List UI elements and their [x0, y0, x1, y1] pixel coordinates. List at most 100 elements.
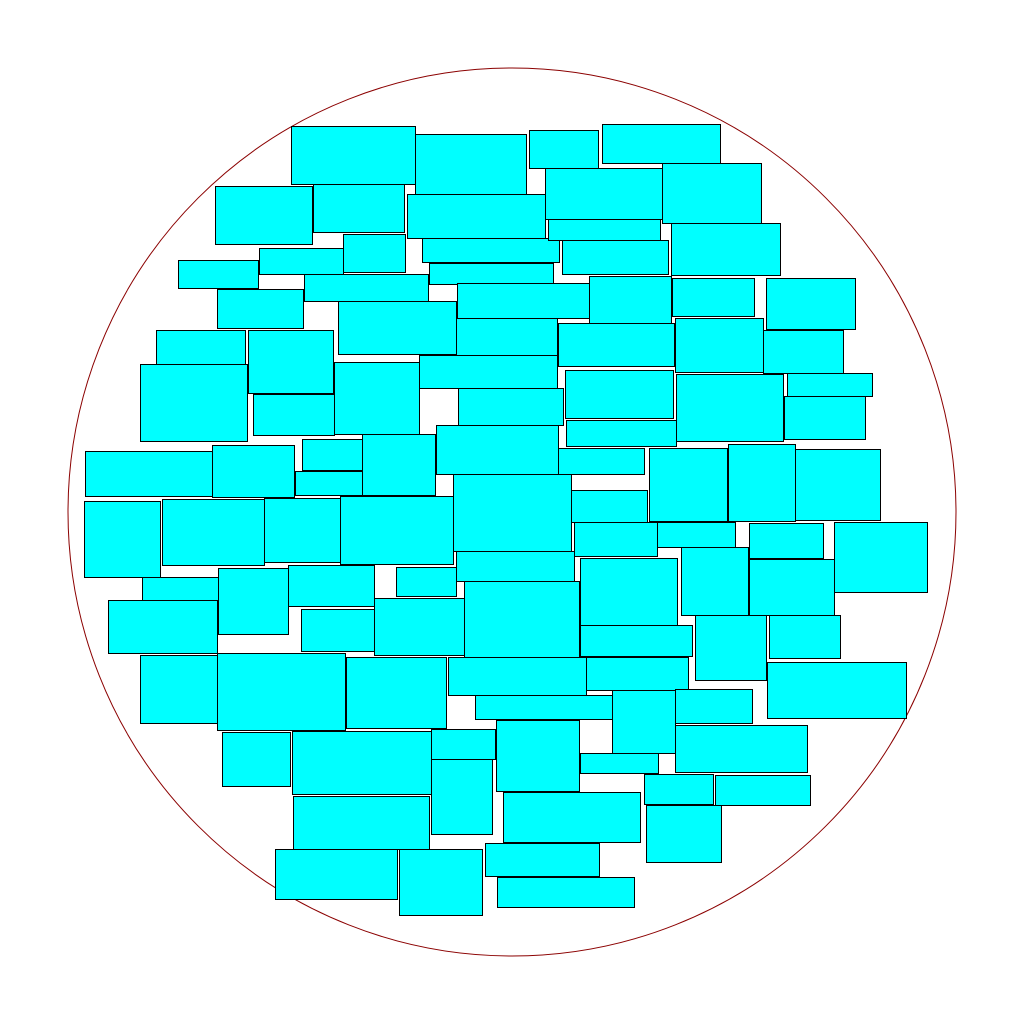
packed-rectangle [612, 690, 676, 754]
packed-rectangle [602, 124, 721, 164]
packed-rectangle [766, 278, 856, 330]
packed-rectangle [140, 364, 248, 442]
packed-rectangle [431, 759, 493, 835]
packed-rectangle [749, 523, 824, 559]
packed-rectangle [343, 234, 406, 273]
packed-rectangle [496, 720, 580, 792]
packed-rectangle [769, 615, 841, 659]
packed-rectangle [374, 598, 465, 656]
packed-rectangle [529, 130, 599, 169]
packed-rectangle [292, 731, 432, 795]
packed-rectangle [248, 330, 334, 394]
packed-rectangle [457, 283, 590, 319]
packed-rectangle [580, 558, 678, 626]
packed-rectangle [346, 657, 447, 729]
packed-rectangle [302, 439, 363, 471]
packed-rectangle [571, 490, 648, 523]
packed-rectangle [422, 238, 560, 263]
packed-rectangle [264, 498, 341, 563]
packed-rectangle [259, 248, 344, 275]
packed-rectangle [566, 420, 677, 447]
packed-rectangle [676, 374, 784, 442]
packed-rectangle [362, 434, 436, 496]
packed-rectangle [749, 559, 835, 616]
packed-rectangle [644, 774, 714, 805]
packed-rectangle [313, 184, 405, 233]
packed-rectangle [295, 471, 363, 496]
packed-rectangle [562, 240, 669, 275]
packed-rectangle [218, 568, 289, 635]
packed-rectangle [399, 849, 483, 916]
packed-rectangle [215, 186, 313, 245]
packed-rectangle [293, 796, 430, 850]
packed-rectangle [671, 223, 781, 276]
packed-rectangle [458, 388, 564, 426]
packed-rectangle [649, 448, 728, 522]
packed-rectangle [419, 355, 558, 389]
packed-rectangle [291, 126, 416, 185]
packed-rectangle [503, 792, 641, 843]
packed-rectangle [338, 301, 457, 355]
boundary-circle [67, 67, 957, 957]
packed-rectangle [456, 551, 575, 582]
packed-rectangle [646, 805, 722, 863]
packed-rectangle [162, 499, 265, 566]
packed-rectangle [558, 448, 645, 475]
packed-rectangle [672, 278, 755, 317]
packed-rectangle [548, 219, 661, 241]
packed-rectangle [574, 522, 658, 557]
packed-rectangle [108, 600, 218, 654]
packed-rectangle [565, 370, 674, 419]
packed-rectangle [475, 695, 613, 720]
packed-rectangle [767, 662, 907, 719]
packed-rectangle [407, 194, 546, 239]
packed-rectangle [545, 168, 663, 220]
packed-rectangle [728, 444, 796, 522]
packed-rectangle [222, 732, 291, 787]
packed-rectangle [580, 753, 659, 774]
packed-rectangle [586, 657, 689, 691]
packed-rectangle [795, 449, 881, 521]
packed-rectangle [217, 289, 304, 329]
packed-rectangle [695, 615, 767, 681]
packed-rectangle [142, 577, 219, 601]
packed-rectangle [497, 877, 635, 908]
packed-rectangle [140, 655, 218, 724]
packed-rectangle [589, 276, 672, 324]
packed-rectangles [84, 124, 928, 916]
packed-rectangle [334, 362, 420, 435]
packed-rectangle [662, 163, 762, 224]
packed-rectangle [784, 396, 866, 440]
packed-rectangle [429, 263, 554, 285]
packed-rectangle [253, 394, 335, 436]
packed-rectangle [415, 134, 527, 196]
packed-rectangle [85, 451, 213, 497]
packed-rectangle [681, 547, 749, 616]
packed-rectangle [212, 445, 295, 498]
packed-rectangle [453, 474, 572, 552]
packed-rectangle [675, 725, 808, 773]
packed-rectangle [675, 318, 764, 373]
packed-rectangle [787, 373, 873, 397]
packed-rectangle [288, 565, 375, 607]
packed-rectangle [715, 775, 811, 806]
packed-rectangle [84, 501, 161, 578]
packed-rectangle [156, 330, 246, 365]
packed-rectangle [301, 609, 375, 652]
packed-rectangle [448, 657, 587, 696]
packed-rectangle [464, 581, 580, 658]
packed-rectangle [217, 653, 346, 731]
packed-rectangle [178, 260, 259, 289]
packed-rectangle [304, 274, 429, 302]
packed-rectangle [485, 843, 600, 877]
packed-rectangle [657, 522, 736, 548]
packed-rectangle [834, 522, 928, 593]
packed-rectangle [763, 330, 844, 374]
packed-rectangle [580, 625, 693, 657]
packed-rectangle [275, 849, 398, 900]
packed-rectangle [436, 425, 559, 475]
packed-rectangle [456, 318, 558, 356]
packed-rectangle [396, 567, 457, 597]
packed-rectangle [558, 323, 675, 367]
